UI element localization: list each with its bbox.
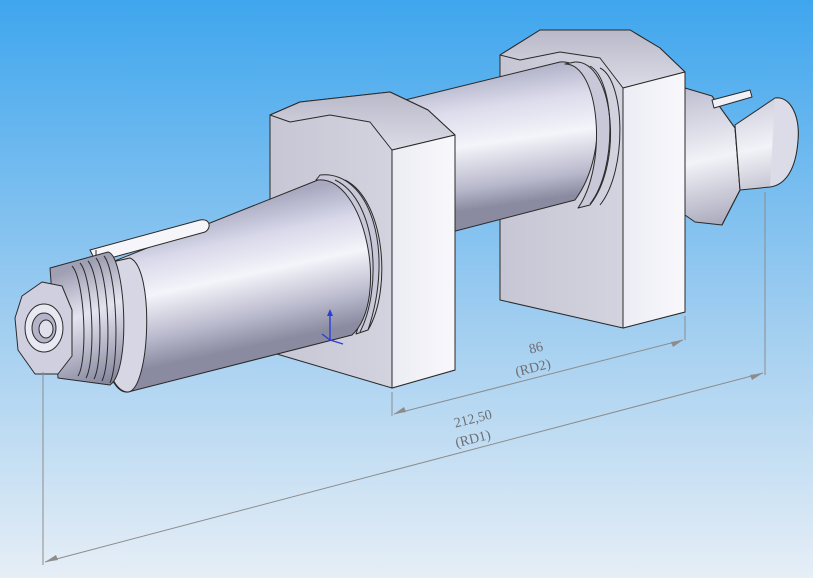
shaft-main-left[interactable] <box>89 179 371 393</box>
hex-end-face[interactable] <box>14 281 73 375</box>
dimension-line-rd2 <box>393 339 684 415</box>
right-seal-ring <box>564 61 621 209</box>
dimension-rd2-value: 86 <box>528 340 545 358</box>
dimension-line-rd1 <box>44 372 764 563</box>
right-shaft-end[interactable] <box>684 87 799 226</box>
coordinate-triad-icon <box>321 309 344 345</box>
dimension-annotations <box>42 192 766 565</box>
